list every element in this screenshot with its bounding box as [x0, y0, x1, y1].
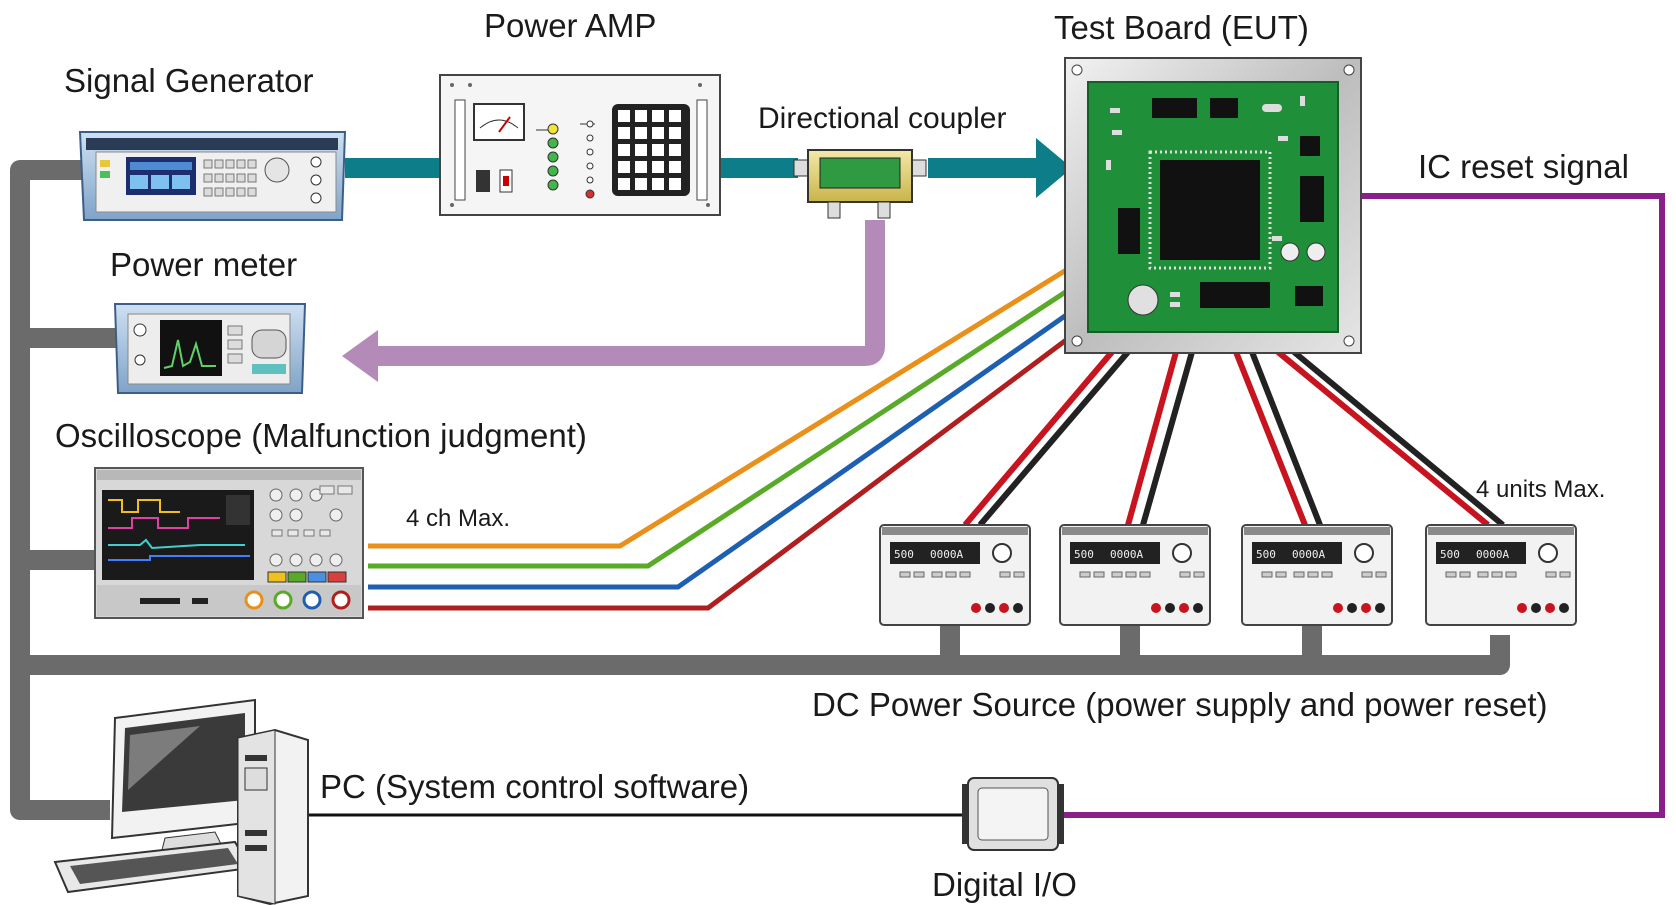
- psu-3-current: 0000A: [1292, 548, 1325, 561]
- pc[interactable]: [53, 698, 309, 905]
- probe-cables: [368, 209, 1167, 611]
- test-board[interactable]: [1064, 57, 1362, 354]
- control-bus: [10, 160, 1510, 820]
- power-meter[interactable]: [113, 303, 307, 394]
- pc-label: PC (System control software): [320, 768, 749, 805]
- psu-1-voltage: 500: [894, 548, 914, 561]
- psu-2-voltage: 500: [1074, 548, 1094, 561]
- probe-ch3: [368, 245, 1164, 590]
- psu-3-voltage: 500: [1256, 548, 1276, 561]
- psu-display: [1436, 542, 1526, 564]
- directional-coupler[interactable]: [793, 149, 927, 219]
- probe-ch4: [368, 263, 1167, 611]
- dc-power-supply-3[interactable]: [1241, 524, 1393, 626]
- psu-display: [890, 542, 980, 564]
- digital-io[interactable]: [962, 777, 1064, 851]
- power-cables: [962, 349, 1505, 528]
- main-ic: [1160, 160, 1260, 260]
- coupled-arrow-head: [342, 330, 378, 382]
- probe-ch1: [368, 209, 1162, 549]
- psu-4-voltage: 500: [1440, 548, 1460, 561]
- power-amp[interactable]: [439, 74, 721, 216]
- dc-power-supply-1[interactable]: [879, 524, 1031, 626]
- psu-display: [1070, 542, 1160, 564]
- psu-display: [1252, 542, 1342, 564]
- rf-arrow-head: [1036, 138, 1072, 198]
- dc-power-supply-2[interactable]: [1059, 524, 1211, 626]
- coupled-path: [342, 220, 885, 382]
- signal-generator[interactable]: [78, 131, 347, 221]
- directional-coupler-label: Directional coupler: [758, 102, 1006, 135]
- digital-io-label: Digital I/O: [932, 866, 1077, 903]
- power-meter-label: Power meter: [110, 246, 297, 283]
- rf-path: [345, 138, 1072, 198]
- ic-reset-signal-label: IC reset signal: [1418, 148, 1629, 185]
- signal-generator-label: Signal Generator: [64, 62, 313, 99]
- sg-knob: [264, 157, 290, 183]
- oscilloscope[interactable]: [94, 467, 364, 619]
- psu-1-current: 0000A: [930, 548, 963, 561]
- psu-2-current: 0000A: [1110, 548, 1143, 561]
- dc-power-source-label: DC Power Source (power supply and power …: [812, 686, 1548, 723]
- channels-label: 4 ch Max.: [406, 505, 510, 532]
- power-amp-label: Power AMP: [484, 7, 656, 44]
- dc-power-supply-4[interactable]: [1425, 524, 1577, 626]
- oscilloscope-label: Oscilloscope (Malfunction judgment): [55, 417, 587, 454]
- test-board-label: Test Board (EUT): [1054, 9, 1309, 46]
- units-label: 4 units Max.: [1476, 476, 1605, 503]
- probe-ch2: [368, 227, 1162, 569]
- psu-4-current: 0000A: [1476, 548, 1509, 561]
- amp-meter: [473, 103, 525, 141]
